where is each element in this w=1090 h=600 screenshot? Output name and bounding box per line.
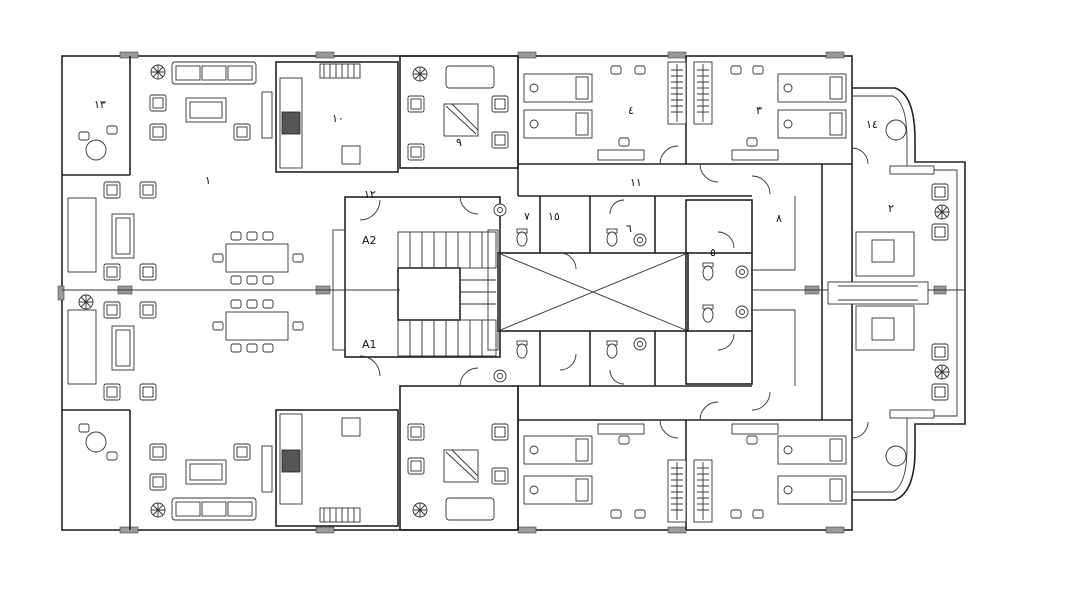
room-label-landing-12: ١٢: [364, 188, 376, 201]
room-label-bath-7: ٧: [524, 210, 530, 223]
room-label-balcony-13: ١٣: [94, 98, 106, 111]
room-label-kitchen: ١٠: [332, 112, 344, 125]
bedroom-furniture: [523, 61, 847, 523]
room-label-corridor-8: ٨: [776, 212, 782, 225]
room-label-room-9: ٩: [456, 136, 462, 149]
room-label-bedroom-a: ٣: [756, 104, 762, 117]
room-label-wc-15: ١٥: [548, 210, 560, 223]
room-9-furniture: [407, 65, 509, 521]
room-label-corridor-11: ١١: [630, 176, 642, 189]
stair-label-a2: A2: [362, 234, 377, 247]
doors: [359, 145, 869, 439]
room-label-bath-6: ٦: [626, 222, 632, 235]
staircase: [332, 229, 499, 357]
living-furniture: [67, 61, 304, 521]
labels: A2 A1 ١ ٢ ٣ ٤ ٥ ٦ ٧ ٨ ٩ ١٠ ١١ ١٢ ١٣ ١٤ ١…: [94, 98, 894, 351]
room-label-balcony-14: ١٤: [866, 118, 878, 131]
room-label-living: ١: [205, 174, 211, 187]
bath-fixtures: [493, 203, 749, 383]
interior-walls: [62, 55, 965, 531]
room-label-bath-5: ٥: [710, 246, 716, 259]
kitchen-furniture: [279, 63, 361, 523]
stair-label-a1: A1: [362, 338, 377, 351]
room-label-reception: ٢: [888, 202, 894, 215]
reception-furniture: [827, 119, 950, 467]
room-label-bedroom-b: ٤: [628, 104, 634, 117]
